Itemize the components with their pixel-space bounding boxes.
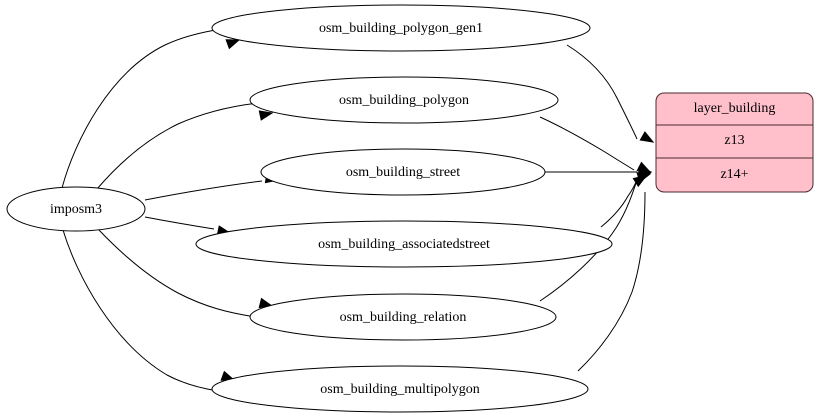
node-shape <box>249 293 557 341</box>
node-osm_building_multipolygon[interactable]: osm_building_multipolygon <box>211 365 589 413</box>
layer-building-node[interactable]: layer_building z13 z14+ <box>655 92 814 193</box>
edge-osm_building_polygon_gen1-to-layer_building <box>566 44 655 143</box>
node-shape <box>260 148 546 196</box>
node-shape <box>249 76 559 124</box>
edge-imposm3-to-osm_building_associatedstreet <box>144 216 232 236</box>
node-shape <box>211 4 591 52</box>
layer-row-label-2: z14+ <box>720 167 748 182</box>
arrowhead <box>258 110 274 121</box>
nodes-layer: imposm3 osm_building_polygon_gen1 osm_buil… <box>6 4 613 413</box>
arrowhead <box>632 175 648 188</box>
edges-layer <box>61 28 655 392</box>
node-label: osm_building_multipolygon <box>320 382 479 397</box>
layer-building-box <box>655 92 814 193</box>
node-osm_building_polygon[interactable]: osm_building_polygon <box>249 76 559 124</box>
edge-imposm3-to-osm_building_polygon_gen1 <box>61 28 241 189</box>
arrowhead <box>639 131 655 143</box>
node-imposm3[interactable]: imposm3 <box>6 186 146 232</box>
node-shape <box>195 220 613 268</box>
edge-imposm3-to-osm_building_street <box>144 172 280 201</box>
node-label: osm_building_street <box>346 165 460 180</box>
node-shape <box>211 365 589 413</box>
node-shape <box>6 186 146 232</box>
node-osm_building_polygon_gen1[interactable]: osm_building_polygon_gen1 <box>211 4 591 52</box>
edge-osm_building_multipolygon-to-layer_building <box>577 175 648 372</box>
edge-osm_building_polygon-to-layer_building <box>539 116 652 173</box>
node-osm_building_relation[interactable]: osm_building_relation <box>249 293 557 341</box>
node-osm_building_associatedstreet[interactable]: osm_building_associatedstreet <box>195 220 613 268</box>
node-label: osm_building_relation <box>340 310 467 325</box>
node-label: osm_building_associatedstreet <box>318 237 490 252</box>
layer-row-label-0: layer_building <box>694 101 776 116</box>
edge-imposm3-to-osm_building_multipolygon <box>62 229 236 392</box>
arrowhead <box>225 39 241 50</box>
node-label: osm_building_polygon_gen1 <box>319 21 483 36</box>
node-label: imposm3 <box>50 202 102 217</box>
edge-osm_building_street-to-layer_building <box>545 166 653 178</box>
edge-imposm3-to-osm_building_polygon <box>96 102 274 190</box>
node-label: osm_building_polygon <box>339 93 469 108</box>
node-osm_building_street[interactable]: osm_building_street <box>260 148 546 196</box>
layer-row-label-1: z13 <box>724 133 744 148</box>
